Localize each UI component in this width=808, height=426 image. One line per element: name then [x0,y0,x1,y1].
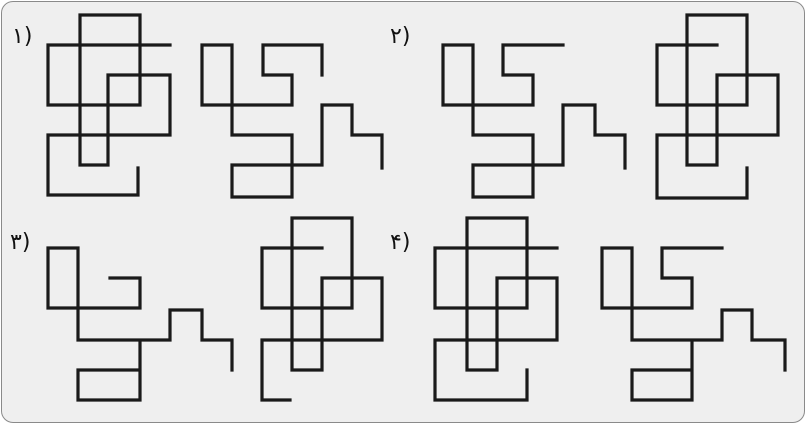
option-3-overlap-figure [262,218,382,400]
option-2-overlap-figure [657,15,778,198]
option-2-figures[interactable] [443,15,778,198]
option-2-step-figure [443,45,625,197]
option-4-figures[interactable] [435,218,785,400]
option-1-overlap-figure [48,15,170,195]
option-4-step-figure [602,248,785,400]
option-4-overlap-figure [435,218,557,400]
option-1-figures[interactable] [48,15,382,197]
option-1-step-figure [202,45,382,197]
option-3-figures[interactable] [48,218,382,400]
option-3-step-figure [48,248,232,400]
